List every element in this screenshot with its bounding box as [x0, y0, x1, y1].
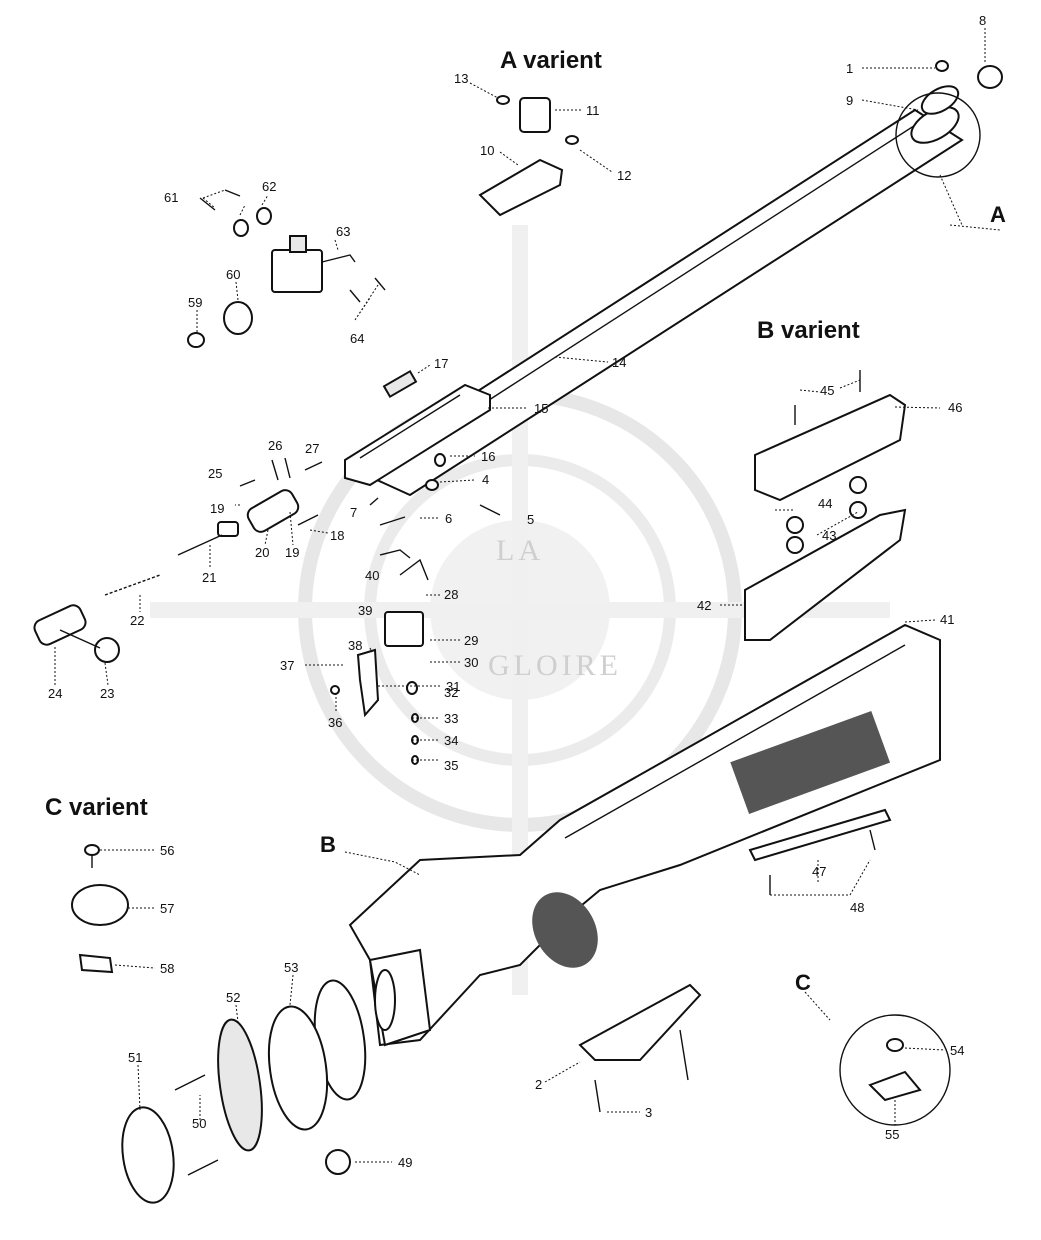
part-label-56: 56 [160, 843, 174, 858]
part-label-45: 45 [820, 383, 834, 398]
part-label-15: 15 [534, 401, 548, 416]
trigger-guard [578, 983, 702, 1113]
heading-a-variant: A varient [500, 47, 602, 74]
detail-marker-b: B [320, 832, 336, 857]
leader-lines [54, 28, 1001, 1163]
part-label-34: 34 [444, 733, 458, 748]
part-label-23: 23 [100, 686, 114, 701]
part-label-29: 29 [464, 633, 478, 648]
part-label-3: 3 [645, 1105, 652, 1120]
part-label-32: 32 [444, 685, 458, 700]
part-label-5: 5 [527, 512, 534, 527]
part-label-40: 40 [365, 568, 379, 583]
part-label-12: 12 [617, 168, 631, 183]
part-label-59: 59 [188, 295, 202, 310]
detail-marker-c: C [795, 970, 811, 995]
part-label-43: 43 [822, 528, 836, 543]
part-label-58: 58 [160, 961, 174, 976]
stock [348, 623, 941, 1047]
b-variant-parts [744, 370, 907, 641]
c-variant-parts [71, 844, 951, 1126]
part-label-42: 42 [697, 598, 711, 613]
part-label-35: 35 [444, 758, 458, 773]
trigger-parts [33, 453, 501, 765]
heading-c-variant: C varient [45, 794, 148, 821]
part-label-28: 28 [444, 587, 458, 602]
part-label-9: 9 [846, 93, 853, 108]
breech-block [344, 369, 491, 487]
part-label-48: 48 [850, 900, 864, 915]
part-label-64: 64 [350, 331, 364, 346]
part-label-54: 54 [950, 1043, 964, 1058]
part-label-7: 7 [350, 505, 357, 520]
part-label-47: 47 [812, 864, 826, 879]
part-label-41: 41 [940, 612, 954, 627]
part-label-63: 63 [336, 224, 350, 239]
part-label-51: 51 [128, 1050, 142, 1065]
part-label-38: 38 [348, 638, 362, 653]
scope-rail [748, 808, 892, 895]
part-label-26: 26 [268, 438, 282, 453]
watermark-line2: GLOIRE [488, 649, 622, 682]
part-label-61: 61 [164, 190, 178, 205]
a-variant-parts [478, 60, 1003, 217]
rear-sight-parts [187, 189, 386, 348]
part-label-19b: 19 [285, 545, 299, 560]
part-label-21: 21 [202, 570, 216, 585]
part-label-60: 60 [226, 267, 240, 282]
part-label-24: 24 [48, 686, 62, 701]
part-label-4: 4 [482, 472, 489, 487]
part-label-30: 30 [464, 655, 478, 670]
part-label-17: 17 [434, 356, 448, 371]
part-label-31: 31 [446, 679, 460, 694]
part-label-39: 39 [358, 603, 372, 618]
part-label-14: 14 [612, 355, 626, 370]
part-label-13: 13 [454, 71, 468, 86]
part-label-50: 50 [192, 1116, 206, 1131]
part-label-8: 8 [979, 13, 986, 28]
part-label-37: 37 [280, 658, 294, 673]
part-label-25: 25 [208, 466, 222, 481]
heading-b-variant: B varient [757, 317, 860, 344]
part-label-49: 49 [398, 1155, 412, 1170]
part-label-6: 6 [445, 511, 452, 526]
part-label-10: 10 [480, 143, 494, 158]
part-label-2: 2 [535, 1077, 542, 1092]
part-label-46: 46 [948, 400, 962, 415]
part-label-16: 16 [481, 449, 495, 464]
detail-marker-a: A [990, 202, 1006, 227]
part-label-22: 22 [130, 613, 144, 628]
part-label-1: 1 [846, 61, 853, 76]
part-label-20: 20 [255, 545, 269, 560]
part-labels: 1 2 3 4 5 6 7 8 9 10 11 12 13 14 15 16 1… [48, 13, 986, 1170]
part-label-53: 53 [284, 960, 298, 975]
part-label-19a: 19 [210, 501, 224, 516]
part-label-33: 33 [444, 711, 458, 726]
part-label-52: 52 [226, 990, 240, 1005]
butt-pads [121, 979, 367, 1204]
part-label-18: 18 [330, 528, 344, 543]
part-label-57: 57 [160, 901, 174, 916]
watermark-line1: LA [496, 534, 544, 567]
part-label-62: 62 [262, 179, 276, 194]
part-label-44: 44 [818, 496, 832, 511]
part-label-36: 36 [328, 715, 342, 730]
part-label-55: 55 [885, 1127, 899, 1142]
part-label-27: 27 [305, 441, 319, 456]
part-label-11: 11 [586, 103, 600, 118]
